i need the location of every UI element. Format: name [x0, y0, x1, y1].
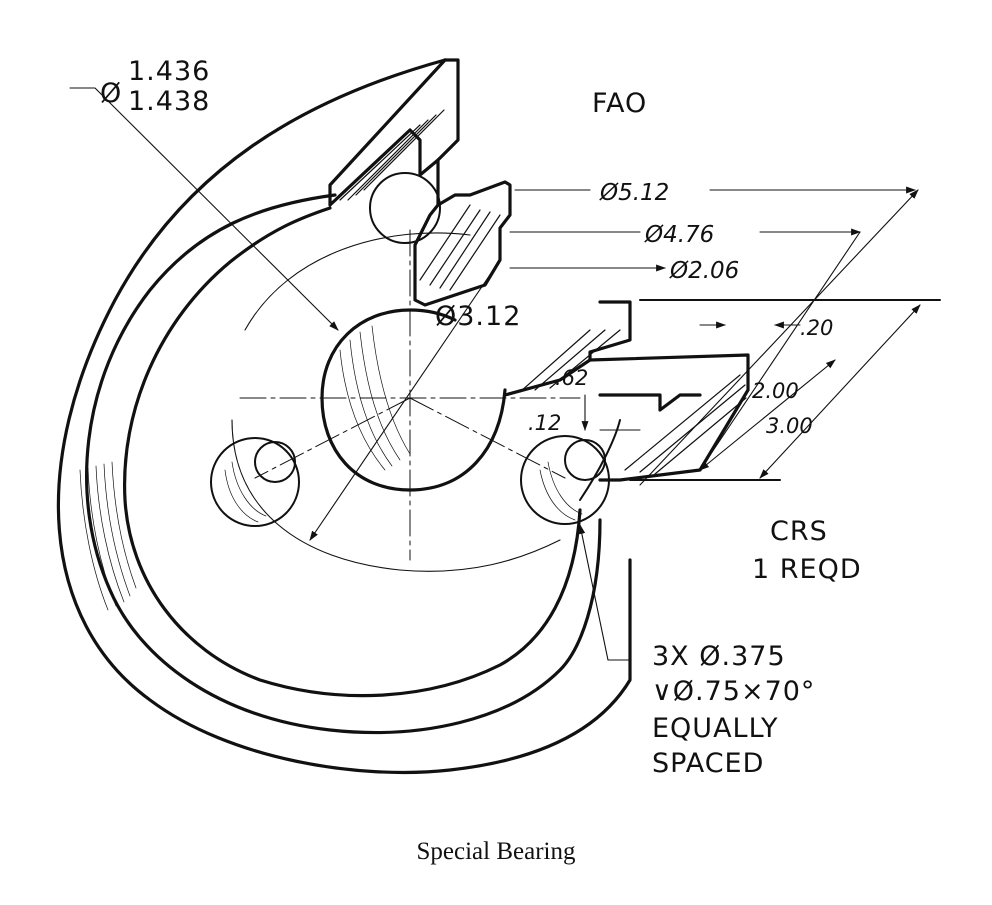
- outer-cylinder-shading: [79, 461, 137, 611]
- dimension-lines: [69, 87, 921, 661]
- fao-note: FAO: [592, 88, 647, 119]
- dim-20: .20: [800, 316, 833, 340]
- bolt-hole-right: [520, 435, 610, 525]
- dim-12: .12: [528, 411, 561, 435]
- dim-dia-476: Ø4.76: [644, 222, 714, 248]
- section-profile: [328, 58, 941, 482]
- face-geometry: [231, 229, 581, 572]
- dim-200: 2.00: [752, 379, 799, 403]
- holes-note-line3: EQUALLY: [652, 713, 779, 744]
- bearing-outer-body: [56, 58, 632, 775]
- groove-ball: [369, 172, 441, 244]
- quantity-note: 1 REQD: [752, 554, 862, 585]
- bolt-hole-left: [210, 437, 300, 527]
- bore-dia-lower: 1.438: [128, 86, 210, 117]
- figure-caption: Special Bearing: [416, 838, 576, 865]
- bore-dia-upper: 1.436: [128, 56, 210, 87]
- material-note: CRS: [770, 516, 828, 547]
- dim-dia-512: Ø5.12: [599, 180, 669, 206]
- dim-62: .62: [555, 366, 588, 390]
- dim-dia-312: Ø3.12: [435, 301, 521, 332]
- labels: Ø 1.436 1.438 FAO Ø5.12 Ø4.76 Ø2.06 Ø3.1…: [100, 56, 862, 779]
- holes-note-line1: 3X Ø.375: [652, 641, 786, 672]
- dim-dia-206: Ø2.06: [669, 258, 739, 284]
- holes-note-line2: ∨Ø.75×70°: [652, 676, 815, 707]
- dim-300: 3.00: [766, 414, 813, 438]
- holes-note-line4: SPACED: [652, 748, 764, 779]
- bore-dia-symbol: Ø: [100, 78, 122, 109]
- central-bore: [320, 308, 507, 492]
